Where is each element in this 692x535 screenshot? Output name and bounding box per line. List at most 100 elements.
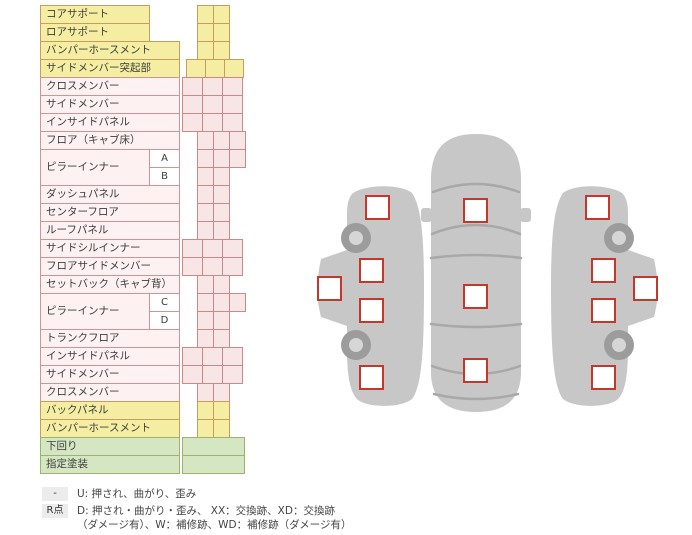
damage-cell[interactable] xyxy=(213,5,230,24)
damage-cell[interactable] xyxy=(213,185,230,204)
damage-cell[interactable] xyxy=(197,293,214,312)
damage-marker-left-side[interactable] xyxy=(360,299,383,322)
damage-cell[interactable] xyxy=(197,383,214,402)
damage-marker-top-view[interactable] xyxy=(464,199,487,222)
damage-cell[interactable] xyxy=(213,221,230,240)
damage-cell[interactable] xyxy=(197,149,214,168)
damage-cell[interactable] xyxy=(213,131,230,150)
row-label: ダッシュパネル xyxy=(40,185,180,204)
right-mirror-icon xyxy=(520,208,531,222)
damage-cell[interactable] xyxy=(202,77,223,96)
row-label: サイドメンバー xyxy=(40,95,180,114)
damage-cell[interactable] xyxy=(224,59,244,78)
damage-cell[interactable] xyxy=(197,41,214,60)
damage-cell[interactable] xyxy=(186,59,206,78)
row-label: センターフロア xyxy=(40,203,180,222)
legend-text-r-line2: （ダメージ有）、W：補修跡、WD：補修跡（ダメージ有） xyxy=(77,519,352,531)
wheel-hub-icon xyxy=(612,338,626,352)
row-label: ピラーインナー xyxy=(40,293,150,330)
damage-marker-right-side[interactable] xyxy=(592,259,615,282)
damage-marker-top-view[interactable] xyxy=(464,285,487,308)
damage-cell[interactable] xyxy=(222,365,243,384)
row-label: バンパーホースメント xyxy=(40,419,180,438)
damage-marker-left-side[interactable] xyxy=(360,259,383,282)
damage-marker-right-side[interactable] xyxy=(592,366,615,389)
damage-cell[interactable] xyxy=(202,347,223,366)
damage-cell[interactable] xyxy=(213,329,230,348)
damage-marker-right-side[interactable] xyxy=(586,196,609,219)
damage-cell[interactable] xyxy=(182,347,203,366)
damage-cell[interactable] xyxy=(202,239,223,258)
damage-marker-left-side[interactable] xyxy=(360,366,383,389)
damage-cell[interactable] xyxy=(213,149,230,168)
pillar-sub-label: D xyxy=(149,311,180,330)
damage-cell[interactable] xyxy=(202,95,223,114)
row-label: クロスメンバー xyxy=(40,77,180,96)
damage-cell[interactable] xyxy=(229,149,246,168)
damage-marker-left-side[interactable] xyxy=(318,277,341,300)
damage-cell[interactable] xyxy=(213,275,230,294)
damage-cell[interactable] xyxy=(197,329,214,348)
damage-cell[interactable] xyxy=(182,257,203,276)
damage-cell[interactable] xyxy=(197,419,214,438)
row-label: バックパネル xyxy=(40,401,180,420)
damage-cell[interactable] xyxy=(205,59,225,78)
row-label: フロア（キャブ床） xyxy=(40,131,180,150)
damage-cell[interactable] xyxy=(213,419,230,438)
wheel-hub-icon xyxy=(612,231,626,245)
row-label: サイドメンバー xyxy=(40,365,180,384)
damage-cell[interactable] xyxy=(197,311,214,330)
damage-cell[interactable] xyxy=(197,185,214,204)
damage-cell[interactable] xyxy=(182,239,203,258)
pillar-sub-label: A xyxy=(149,149,180,168)
damage-marker-left-side[interactable] xyxy=(366,196,389,219)
damage-cell[interactable] xyxy=(182,455,245,474)
damage-cell[interactable] xyxy=(222,239,243,258)
damage-cell[interactable] xyxy=(197,23,214,42)
damage-cell[interactable] xyxy=(222,95,243,114)
damage-cell[interactable] xyxy=(182,437,245,456)
damage-cell[interactable] xyxy=(202,365,223,384)
damage-cell[interactable] xyxy=(197,221,214,240)
damage-cell[interactable] xyxy=(229,131,246,150)
damage-cell[interactable] xyxy=(197,275,214,294)
damage-cell[interactable] xyxy=(222,77,243,96)
damage-cell[interactable] xyxy=(213,401,230,420)
damage-cell[interactable] xyxy=(182,95,203,114)
damage-cell[interactable] xyxy=(202,257,223,276)
damage-cell[interactable] xyxy=(213,293,230,312)
damage-cell[interactable] xyxy=(197,167,214,186)
wheel-hub-icon xyxy=(349,338,363,352)
damage-cell[interactable] xyxy=(213,23,230,42)
damage-cell[interactable] xyxy=(197,5,214,24)
damage-cell[interactable] xyxy=(197,203,214,222)
damage-cell[interactable] xyxy=(213,203,230,222)
damage-cell[interactable] xyxy=(222,113,243,132)
damage-cell[interactable] xyxy=(213,167,230,186)
legend-text-r-line1: D: 押され・曲がり・歪み、 XX：交換跡、XD：交換跡 xyxy=(77,505,335,517)
damage-cell[interactable] xyxy=(182,77,203,96)
damage-cell[interactable] xyxy=(213,41,230,60)
damage-cell[interactable] xyxy=(213,311,230,330)
damage-marker-top-view[interactable] xyxy=(464,359,487,382)
legend-text-u: U: 押され、曲がり、歪み xyxy=(77,487,196,501)
row-label: 下回り xyxy=(40,437,180,456)
row-label: コアサポート xyxy=(40,5,150,24)
row-label: インサイドパネル xyxy=(40,113,180,132)
damage-marker-right-side[interactable] xyxy=(634,277,657,300)
row-label: サイドシルインナー xyxy=(40,239,180,258)
damage-cell[interactable] xyxy=(202,113,223,132)
damage-cell[interactable] xyxy=(197,401,214,420)
damage-cell[interactable] xyxy=(229,293,246,312)
damage-cell[interactable] xyxy=(213,383,230,402)
damage-cell[interactable] xyxy=(197,131,214,150)
damage-cell[interactable] xyxy=(182,113,203,132)
damage-cell[interactable] xyxy=(222,257,243,276)
legend: - U: 押され、曲がり、歪み R点 D: 押され・曲がり・歪み、 XX：交換跡… xyxy=(42,487,352,535)
damage-marker-right-side[interactable] xyxy=(592,299,615,322)
damage-cell[interactable] xyxy=(182,365,203,384)
frame-table: コアサポートロアサポートバンパーホースメントサイドメンバー突起部クロスメンバーサ… xyxy=(40,5,295,481)
damage-cell[interactable] xyxy=(222,347,243,366)
legend-text-r: D: 押され・曲がり・歪み、 XX：交換跡、XD：交換跡 （ダメージ有）、W：補… xyxy=(77,504,352,532)
row-label: ロアサポート xyxy=(40,23,150,42)
